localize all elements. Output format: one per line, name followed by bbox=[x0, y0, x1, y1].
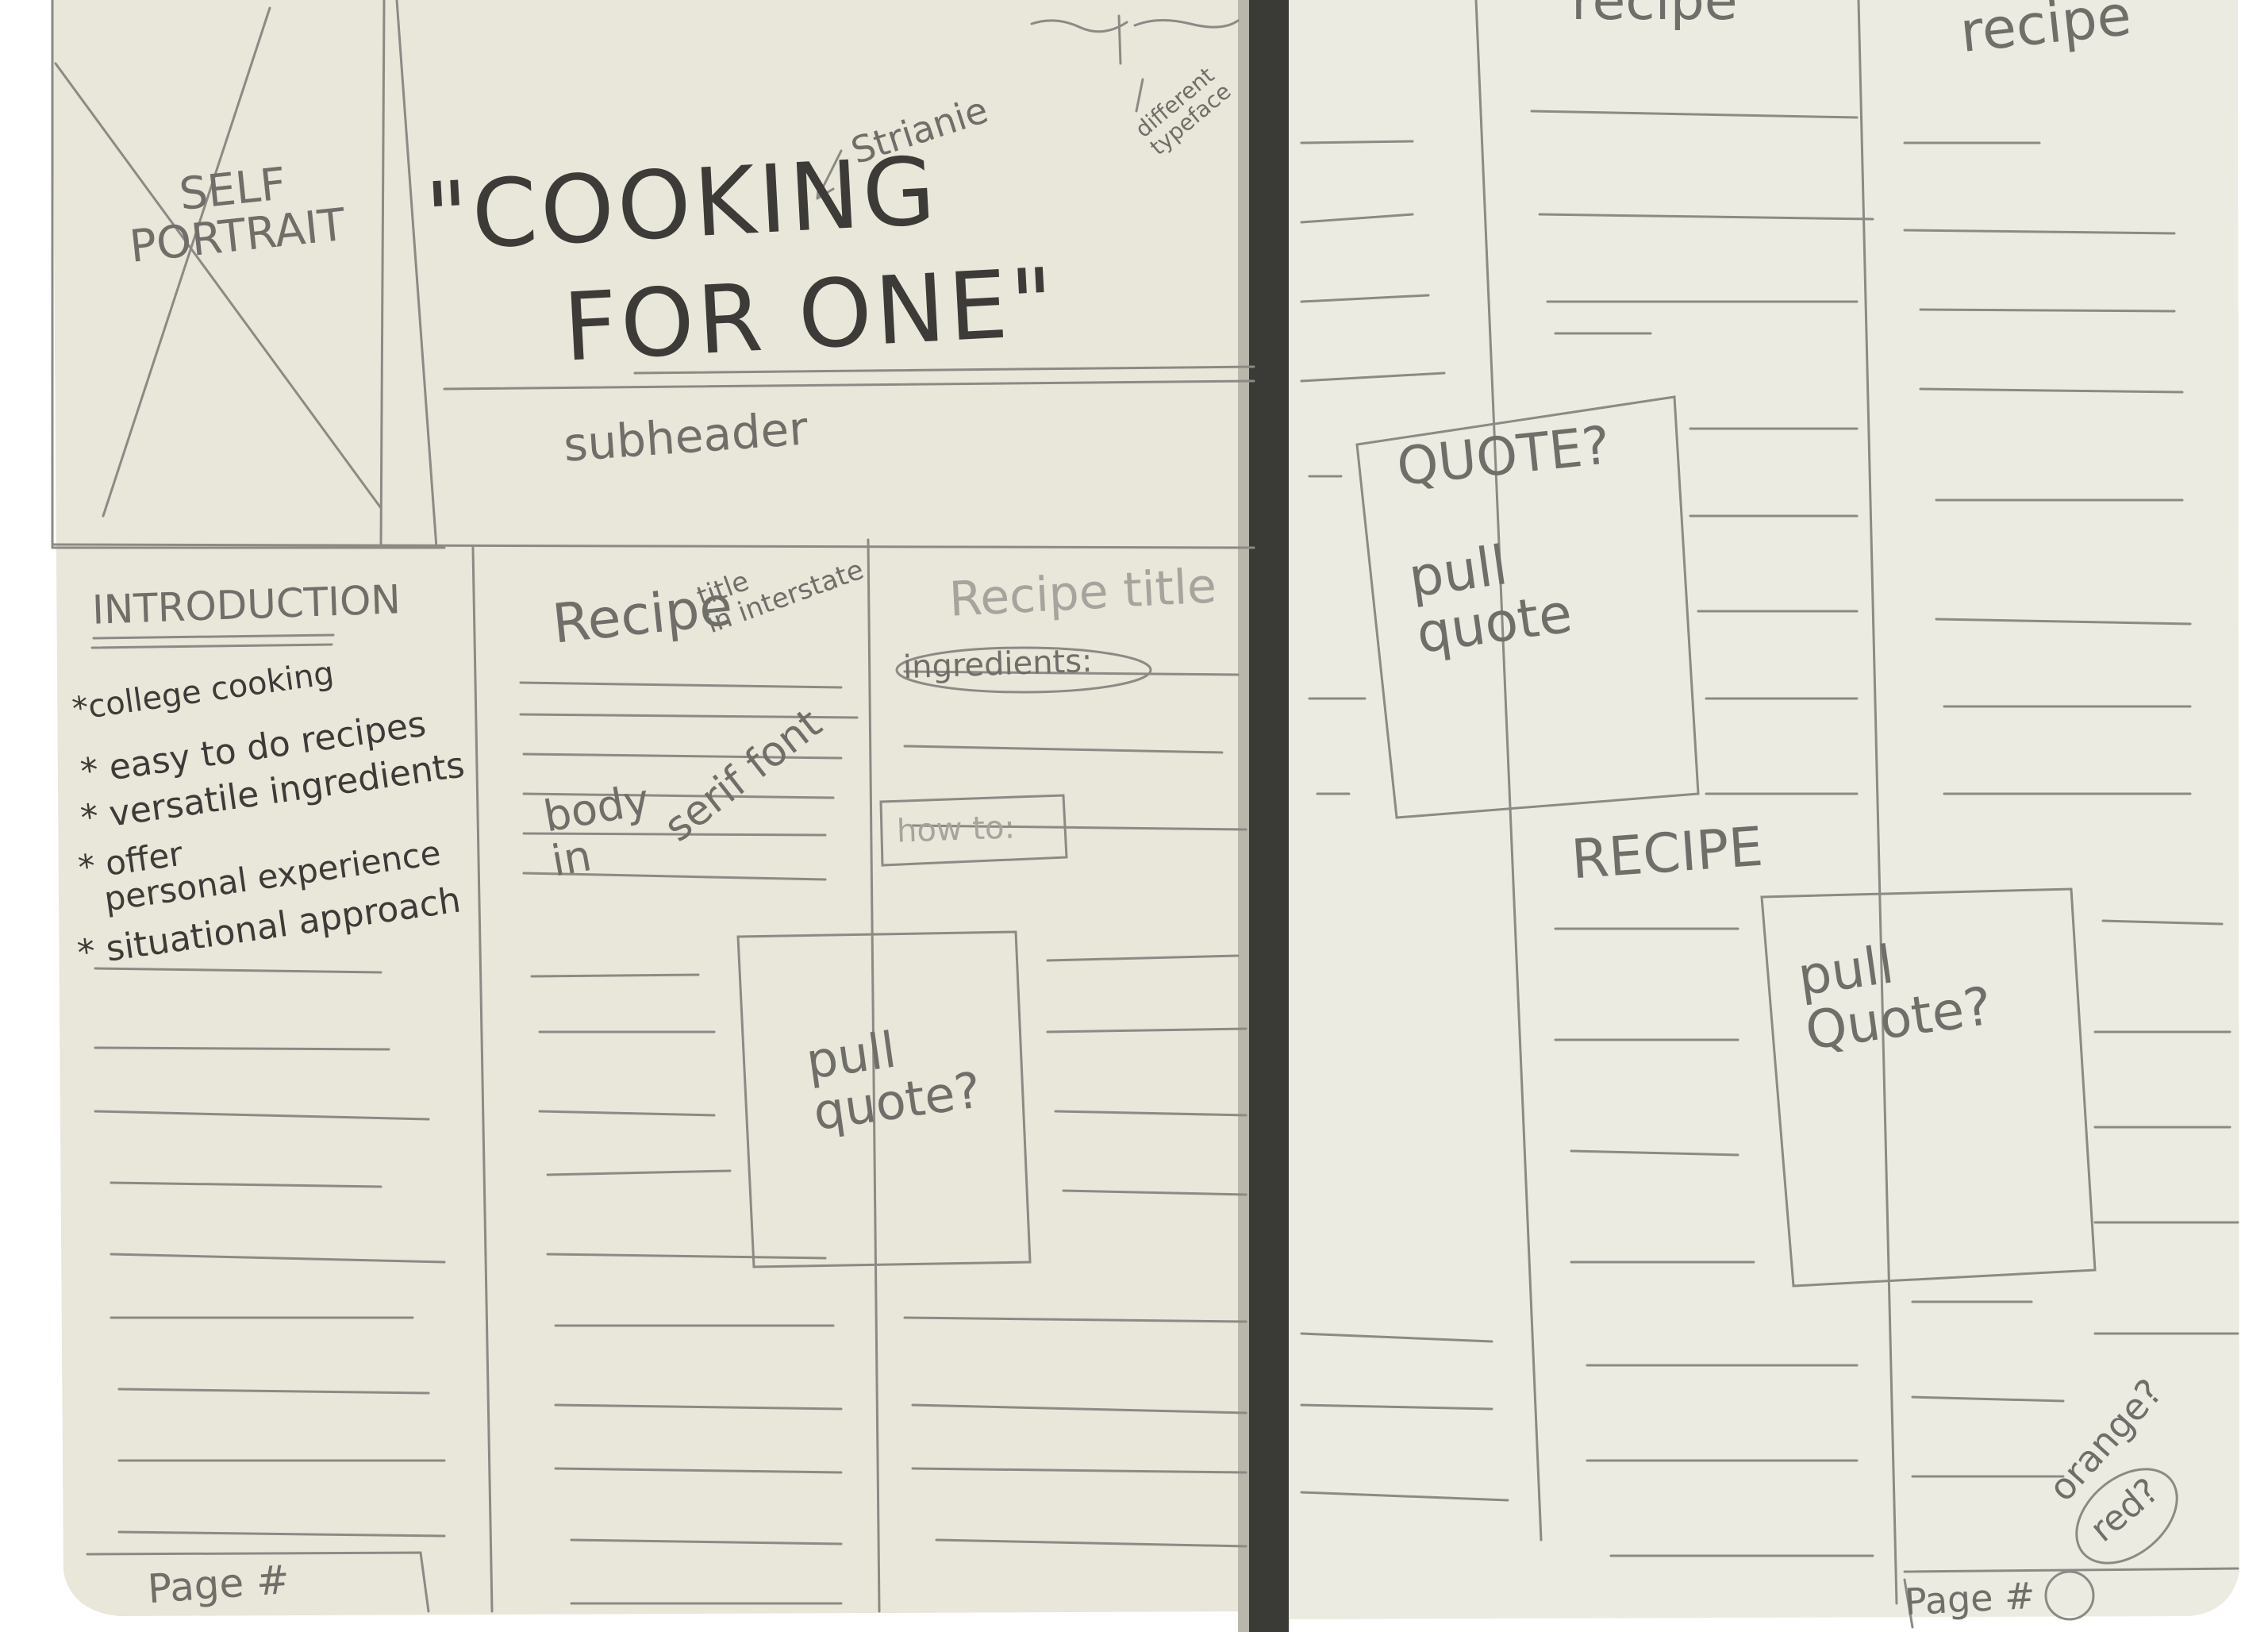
title-rule bbox=[443, 379, 1255, 391]
right-column-rule-2 bbox=[1857, 0, 1898, 1605]
right-column-rule-1 bbox=[1474, 0, 1543, 1542]
left-page bbox=[52, 0, 1262, 1616]
howto-box bbox=[879, 794, 1068, 867]
page-number-left: Page # bbox=[146, 1556, 291, 1613]
pull-quote-label-right: pull Quote? bbox=[1793, 933, 1996, 1062]
portrait-placeholder-box bbox=[51, 0, 446, 549]
quote-box-text: pull quote bbox=[1405, 534, 1576, 667]
top-note-arrow bbox=[1135, 78, 1144, 113]
pull-quote-label-left: pull quote? bbox=[802, 1020, 985, 1142]
page-number-circle bbox=[2044, 1570, 2095, 1621]
page-title: "COOKING FOR ONE" bbox=[423, 135, 1060, 389]
font-note-arrow bbox=[816, 149, 843, 200]
recipe-label-1: recipe bbox=[1571, 0, 1738, 33]
ingredients-bubble bbox=[895, 646, 1152, 694]
recipe-title-2: Recipe title bbox=[948, 558, 1218, 628]
binding-gutter bbox=[1247, 0, 1289, 1632]
pull-quote-box-right bbox=[1760, 887, 2097, 1288]
quote-box-right bbox=[1355, 395, 1700, 819]
page-number-box-left bbox=[86, 1551, 430, 1613]
right-page-lines bbox=[1300, 110, 2239, 1557]
intro-body-lines bbox=[94, 967, 446, 1538]
column-rule-2 bbox=[867, 538, 881, 1613]
top-squiggle bbox=[1030, 14, 1240, 65]
page-number-right: Page # bbox=[1903, 1573, 2036, 1624]
recipe2-body-lines bbox=[903, 670, 1247, 1548]
ingredients-label: ingredients: bbox=[902, 642, 1094, 687]
title-rule-2 bbox=[633, 365, 1255, 375]
recipe-label-3: RECIPE bbox=[1569, 815, 1766, 892]
pull-quote-box-left bbox=[736, 930, 1032, 1268]
gutter-shadow bbox=[1238, 0, 1249, 1632]
page-number-box-right bbox=[1903, 1567, 2239, 1629]
header-bottom-rule bbox=[51, 543, 1255, 549]
intro-underline bbox=[90, 633, 335, 649]
right-page bbox=[1289, 0, 2239, 1619]
body-label: body in bbox=[540, 774, 653, 887]
introduction-heading: INTRODUCTION bbox=[91, 576, 402, 633]
howto-label: how to: bbox=[896, 809, 1016, 850]
recipe-body-lines bbox=[519, 681, 859, 1605]
column-rule-1 bbox=[471, 546, 494, 1613]
color-note-circle bbox=[2075, 1468, 2178, 1565]
